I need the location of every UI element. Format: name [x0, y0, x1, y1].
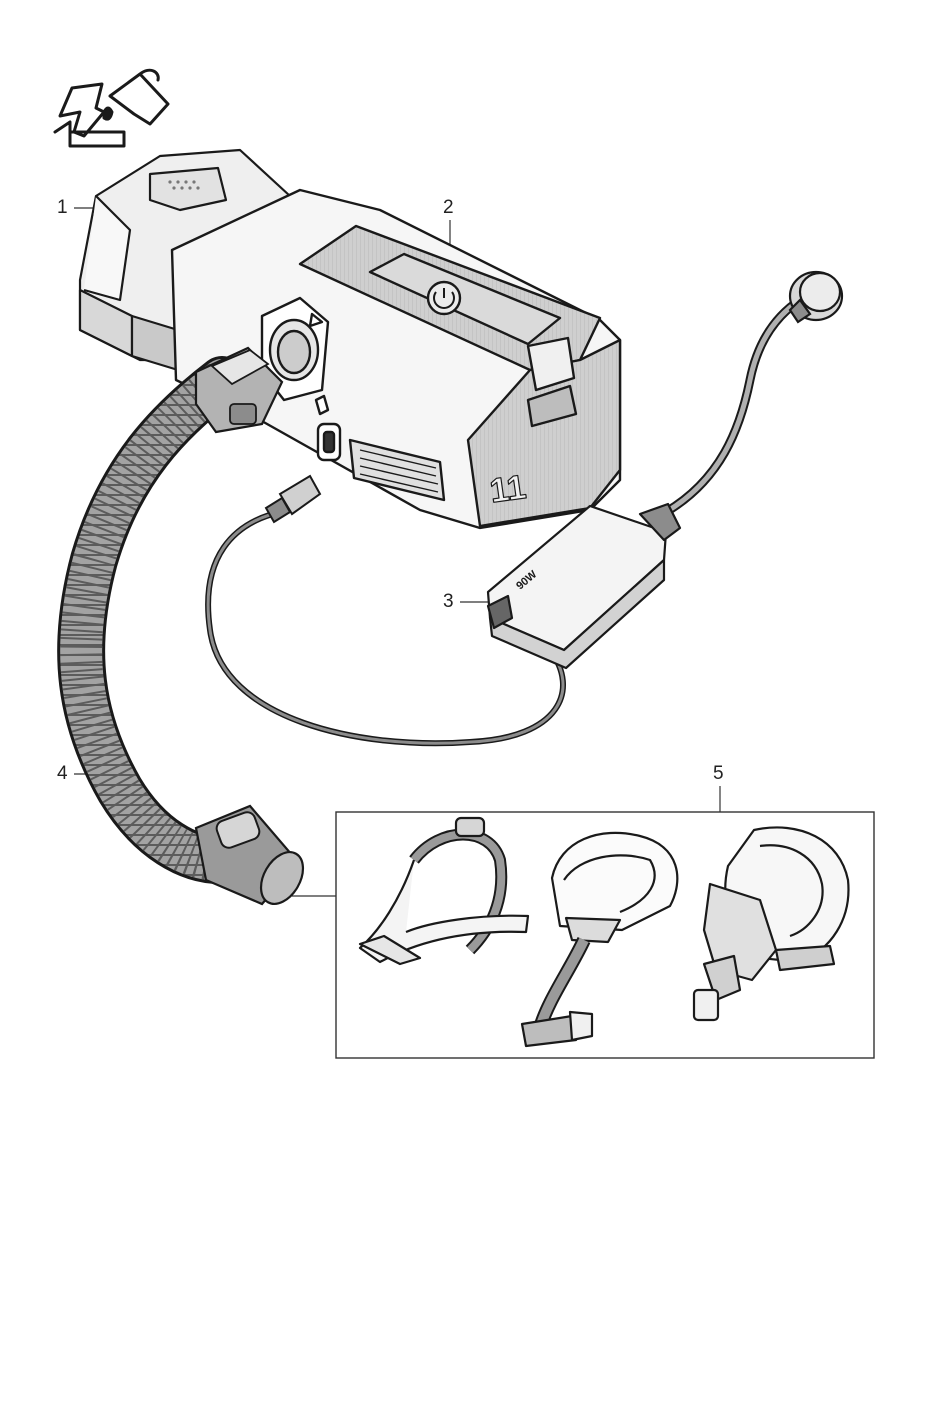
ac-plug — [790, 272, 842, 322]
air-tubing — [81, 348, 311, 911]
mask-full-face — [694, 827, 848, 1020]
power-supply: 90W — [488, 504, 680, 668]
mask-nasal-pillows — [522, 833, 677, 1046]
pour-water-icon — [55, 70, 168, 146]
mask-nasal-cushion — [360, 818, 528, 964]
device-badge-text: 11 — [487, 468, 528, 511]
dc-plug — [266, 476, 320, 522]
